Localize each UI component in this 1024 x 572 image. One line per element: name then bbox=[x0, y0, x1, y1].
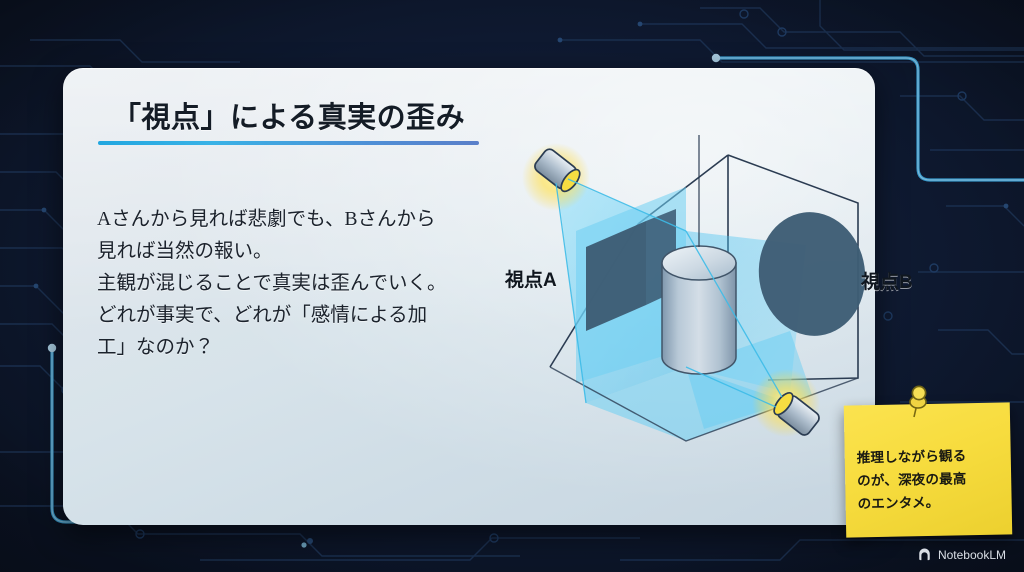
body-text: Aさんから見れば悲劇でも、Bさんから 見れば当然の報い。 主観が混じることで真実… bbox=[97, 204, 489, 364]
body-line: Aさんから見れば悲劇でも、Bさんから bbox=[97, 209, 436, 230]
shadow-square bbox=[586, 221, 646, 331]
body-line: 主観が混じることで真実は歪んでいく。 bbox=[97, 273, 447, 294]
sticky-line: のエンタメ。 bbox=[857, 494, 940, 513]
title-underline bbox=[98, 141, 479, 145]
spotlight-a bbox=[522, 143, 687, 404]
notebooklm-icon bbox=[919, 548, 930, 561]
body-line: 工」なのか？ bbox=[97, 337, 215, 358]
sticky-note-text: 推理しながら観る のが、深夜の最高 のエンタメ。 bbox=[857, 445, 1000, 517]
sticky-note: 推理しながら観る のが、深夜の最高 のエンタメ。 bbox=[843, 402, 1013, 538]
body-line: どれが事実で、どれが「感情による加 bbox=[97, 305, 428, 326]
cylinder-object bbox=[661, 245, 737, 375]
body-line: 見れば当然の報い。 bbox=[97, 241, 273, 262]
spotlight-b bbox=[685, 230, 820, 437]
beam-a-floor bbox=[586, 367, 790, 441]
sticky-line: のが、深夜の最高 bbox=[857, 471, 967, 490]
perspective-shadow-illustration bbox=[490, 135, 960, 465]
shadow-circle bbox=[758, 212, 866, 336]
page-title: 「視点」による真実の歪み bbox=[112, 102, 466, 134]
pushpin-icon bbox=[909, 385, 927, 418]
viewpoint-a-label: 視点A bbox=[505, 270, 557, 291]
viewpoint-b-label: 視点B bbox=[861, 272, 913, 293]
sticky-line: 推理しながら観る bbox=[856, 448, 967, 467]
watermark-label: NotebookLM bbox=[937, 547, 1006, 562]
watermark: NotebookLM bbox=[917, 547, 1006, 562]
